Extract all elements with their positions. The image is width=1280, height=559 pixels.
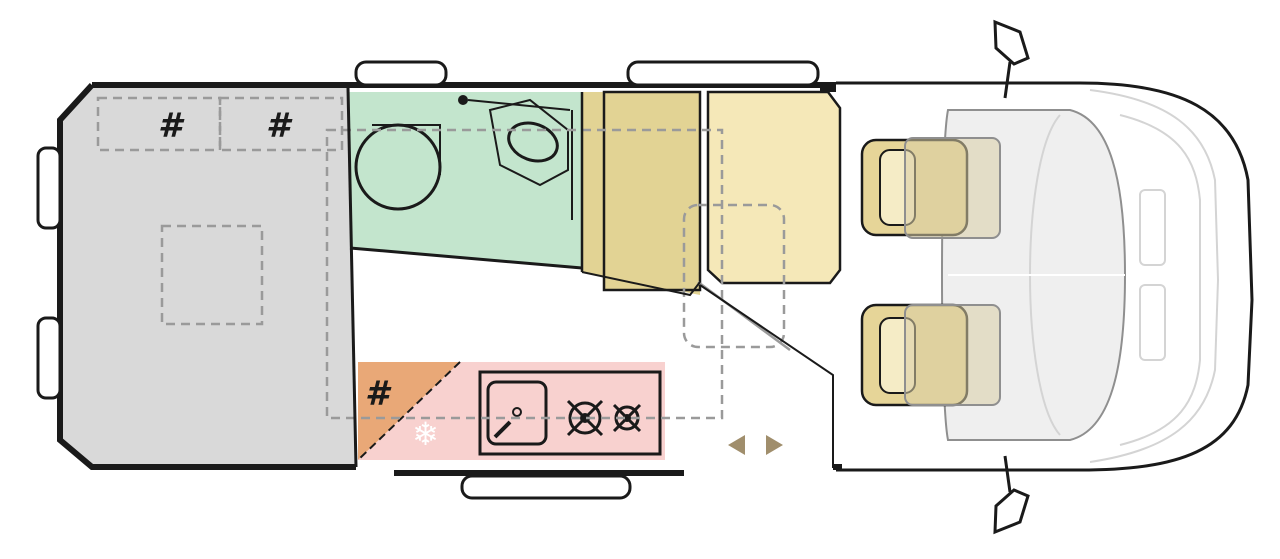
window-rear-top xyxy=(36,146,62,230)
lounge-bench-front xyxy=(706,90,842,285)
shower-head-icon xyxy=(458,95,468,105)
window-rear-bottom xyxy=(36,316,62,400)
bathroom-door-line xyxy=(467,99,571,111)
gas-burner-icon xyxy=(566,399,604,437)
sink-icon xyxy=(507,121,559,163)
tap-icon xyxy=(493,420,512,439)
cab-seat-passenger xyxy=(860,303,1001,407)
dashboard-shape xyxy=(1119,114,1201,446)
dash-vent-top xyxy=(1139,189,1166,266)
drain xyxy=(512,407,522,417)
toilet-tank xyxy=(372,124,441,175)
body-walls xyxy=(36,60,842,500)
washbasin-frame xyxy=(488,98,569,187)
hash-icon: # xyxy=(158,106,185,146)
bath-lower-wall xyxy=(349,246,583,270)
double-arrow-icon xyxy=(766,435,783,455)
living-area: # # xyxy=(60,88,842,465)
bed-storage-left xyxy=(96,96,222,152)
lounge-bench-cushion xyxy=(602,90,702,292)
windscreen-shape xyxy=(1089,89,1220,463)
window-lounge xyxy=(626,60,820,87)
vehicle-cab xyxy=(836,19,1254,535)
roof-hatch-rear xyxy=(160,224,264,326)
dash-vent-bottom xyxy=(1139,284,1166,361)
bed-storage-right xyxy=(218,96,344,152)
sink-icon xyxy=(486,380,548,446)
window-bathroom xyxy=(354,60,448,87)
bathroom xyxy=(348,92,582,268)
kitchen-block xyxy=(478,370,662,456)
roof-hatch-center xyxy=(325,128,724,420)
dinette-table xyxy=(682,203,786,349)
mirror-bottom-icon xyxy=(993,455,1030,535)
lounge-bench-bottom xyxy=(581,271,701,297)
mirror-top-icon xyxy=(993,19,1030,99)
hash-icon: # xyxy=(266,106,293,146)
side-entry-wall xyxy=(699,284,834,468)
hash-icon: # xyxy=(365,374,392,414)
window-sliding-door xyxy=(460,474,632,500)
double-arrow-icon xyxy=(728,435,745,455)
rear-bed xyxy=(60,88,356,465)
cab-seat-driver xyxy=(860,137,1001,239)
snowflake-icon: ❄ xyxy=(412,415,439,453)
inner-wall-bath xyxy=(346,87,358,468)
fridge-divider xyxy=(357,361,461,461)
